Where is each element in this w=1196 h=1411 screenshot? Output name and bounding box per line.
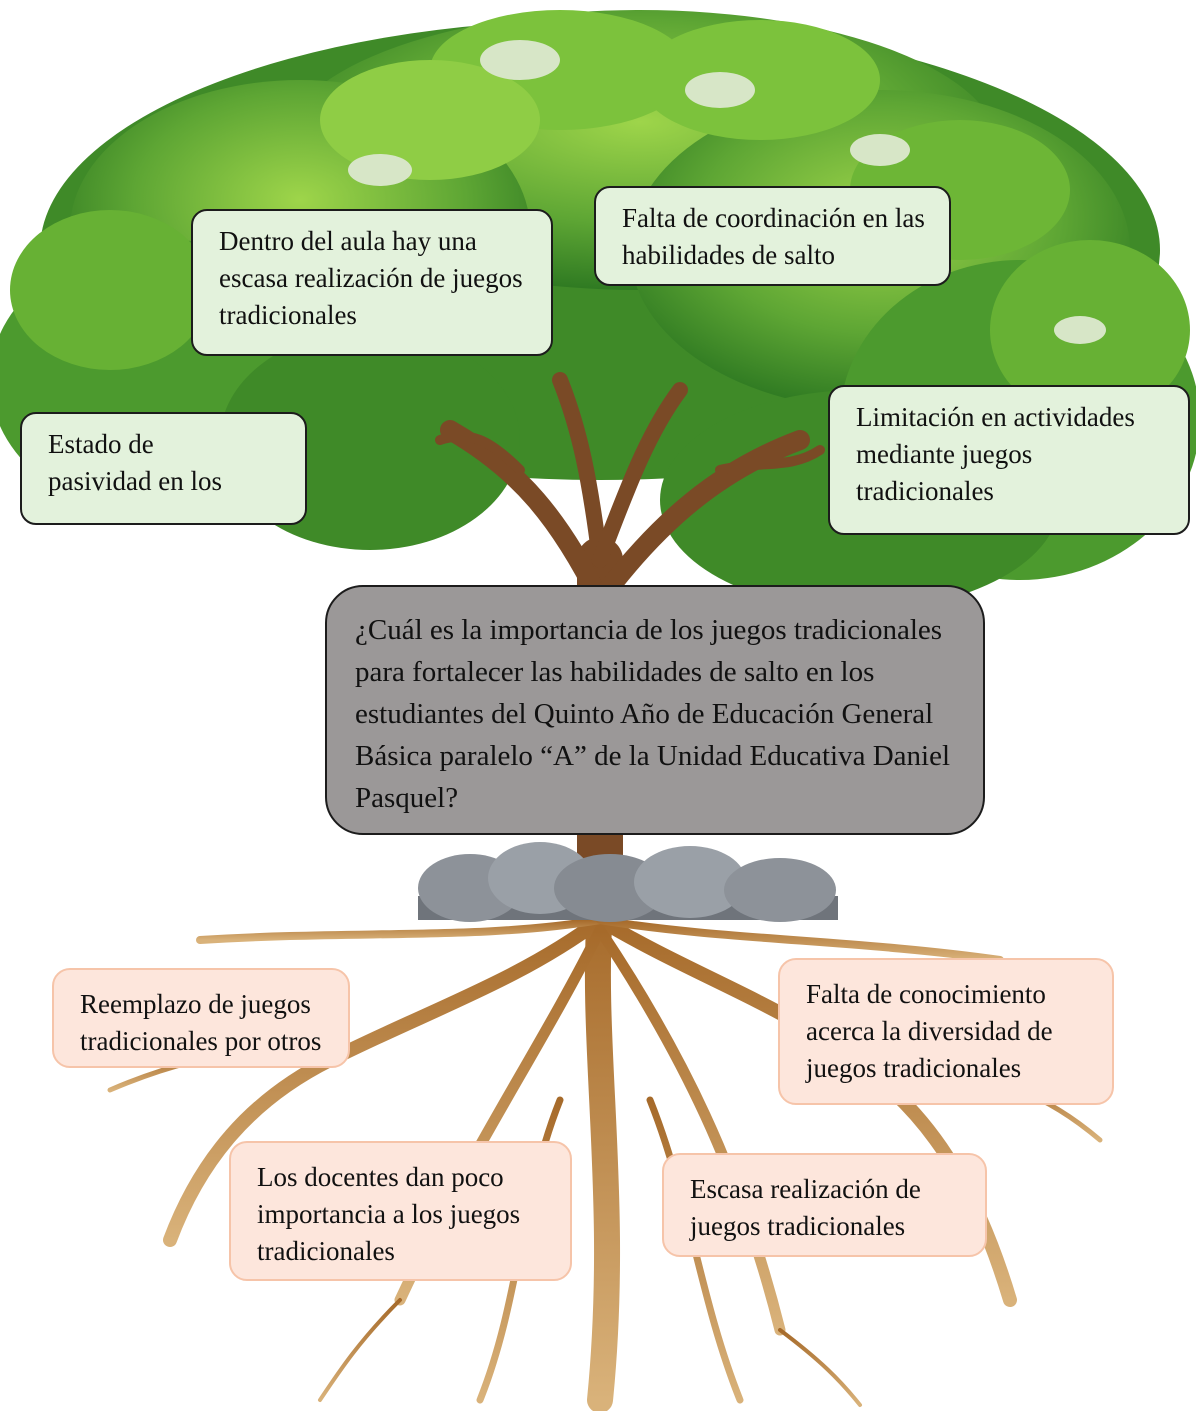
effect-text-aula: Dentro del aula hay una escasa realizaci… xyxy=(219,226,523,330)
cause-text-escasa: Escasa realización de juegos tradicional… xyxy=(690,1174,921,1241)
effect-box-limitacion: Limitación en actividades mediante juego… xyxy=(828,385,1190,535)
stones xyxy=(418,842,838,922)
cause-box-docentes: Los docentes dan poco importancia a los … xyxy=(229,1141,572,1281)
effect-text-pasividad: Estado de pasividad en los xyxy=(48,429,222,496)
cause-text-reemplazo: Reemplazo de juegos tradicionales por ot… xyxy=(80,989,322,1056)
cause-box-reemplazo: Reemplazo de juegos tradicionales por ot… xyxy=(52,968,350,1068)
central-question-text: ¿Cuál es la importancia de los juegos tr… xyxy=(355,614,951,814)
cause-text-docentes: Los docentes dan poco importancia a los … xyxy=(257,1162,521,1266)
effect-box-aula: Dentro del aula hay una escasa realizaci… xyxy=(191,209,553,356)
effect-text-coordinacion: Falta de coordinación en las habilidades… xyxy=(622,203,925,270)
cause-text-conocimiento: Falta de conocimiento acerca la diversid… xyxy=(806,979,1053,1083)
effect-text-limitacion: Limitación en actividades mediante juego… xyxy=(856,402,1135,506)
effect-box-coordinacion: Falta de coordinación en las habilidades… xyxy=(594,186,951,286)
effect-box-pasividad: Estado de pasividad en los xyxy=(20,412,307,525)
central-question-box: ¿Cuál es la importancia de los juegos tr… xyxy=(325,585,985,835)
cause-box-conocimiento: Falta de conocimiento acerca la diversid… xyxy=(778,958,1114,1105)
cause-box-escasa: Escasa realización de juegos tradicional… xyxy=(662,1153,987,1257)
